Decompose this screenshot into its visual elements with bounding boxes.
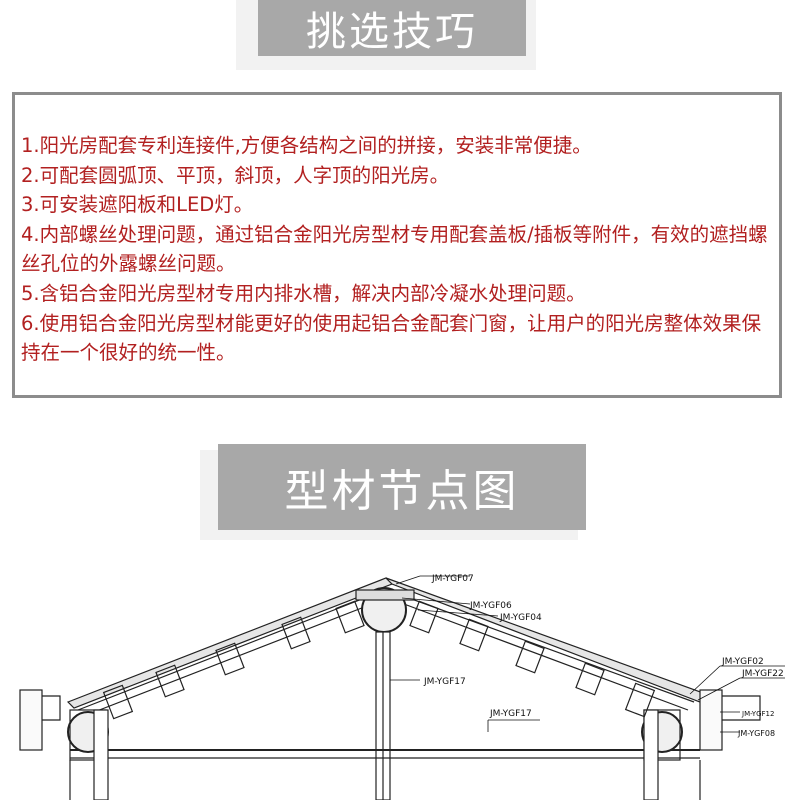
label-ygf17: JM-YGF17 bbox=[423, 677, 466, 687]
section-title-text: 挑选技巧 bbox=[306, 9, 478, 55]
tip-item: 3.可安装遮阳板和LED灯。 bbox=[21, 193, 254, 217]
section-title-text: 型材节点图 bbox=[284, 466, 520, 517]
tips-box: 1.阳光房配套专利连接件,方便各结构之间的拼接，安装非常便捷。 2.可配套圆弧顶… bbox=[12, 92, 782, 398]
label-ygf06: JM-YGF06 bbox=[469, 601, 512, 611]
part-labels: JM-YGF07 JM-YGF06 JM-YGF04 JM-YGF17 JM-Y… bbox=[423, 574, 784, 738]
leader-lines bbox=[390, 575, 785, 733]
tip-item: 1.阳光房配套专利连接件,方便各结构之间的拼接，安装非常便捷。 bbox=[21, 134, 592, 157]
tip-item: 2.可配套圆弧顶、平顶，斜顶，人字顶的阳光房。 bbox=[21, 163, 450, 187]
label-ygf22: JM-YGF22 bbox=[741, 669, 784, 679]
label-ygf12: JM-YGF12 bbox=[741, 710, 774, 718]
tip-item: 5.含铝合金阳光房型材专用内排水槽，解决内部冷凝水处理问题。 bbox=[21, 281, 586, 305]
tip-item: 4.内部螺丝处理问题，通过铝合金阳光房型材专用配套盖板/插板等附件，有效的遮挡螺… bbox=[21, 222, 768, 276]
section-title-selection-tips: 挑选技巧 bbox=[258, 0, 526, 56]
profile-node-drawing: JM-YGF07 JM-YGF06 JM-YGF04 JM-YGF17 JM-Y… bbox=[19, 574, 785, 800]
tips-list: 1.阳光房配套专利连接件,方便各结构之间的拼接，安装非常便捷。 2.可配套圆弧顶… bbox=[21, 131, 773, 368]
label-ygf07: JM-YGF07 bbox=[431, 574, 474, 584]
label-ygf04: JM-YGF04 bbox=[499, 613, 542, 623]
roof-structure bbox=[19, 577, 761, 800]
label-ygf02: JM-YGF02 bbox=[721, 657, 764, 667]
section-title-profile-nodes: 型材节点图 bbox=[218, 444, 586, 530]
label-ygf08: JM-YGF08 bbox=[737, 729, 775, 738]
tip-item: 6.使用铝合金阳光房型材能更好的使用起铝合金配套门窗，让用户的阳光房整体效果保持… bbox=[21, 311, 762, 365]
label-ygf17: JM-YGF17 bbox=[489, 709, 532, 719]
